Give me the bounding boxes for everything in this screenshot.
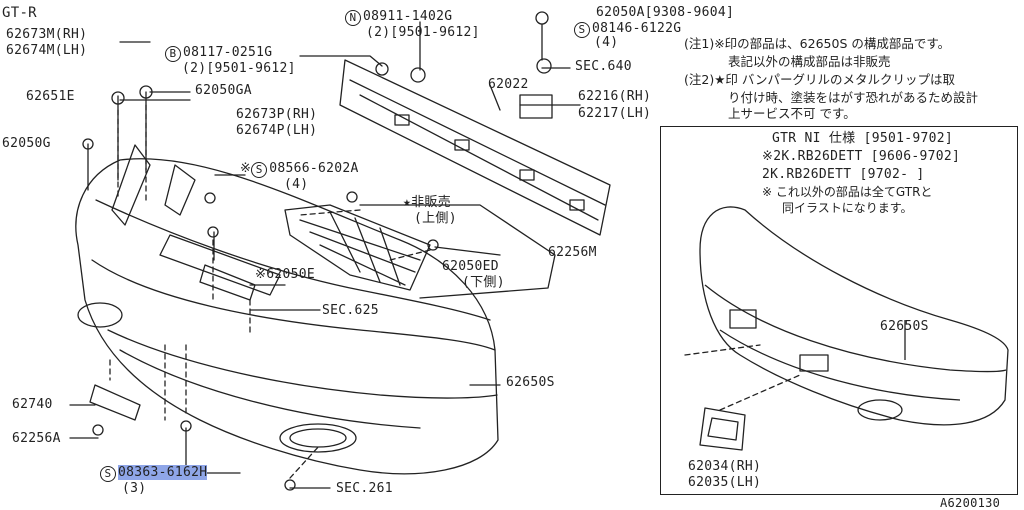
part-62050ED[interactable]: 62050ED bbox=[442, 259, 499, 274]
inset-spec-line-2: ※2K.RB26DETT [9606-9702] bbox=[762, 149, 961, 164]
s-mark-icon: S bbox=[574, 22, 590, 38]
note-2-line-1: (注2)★印 バンパーグリルのメタルクリップは取 bbox=[684, 72, 956, 87]
inset-note-line-2: 同イラストになります。 bbox=[782, 201, 913, 215]
grille-mesh bbox=[284, 204, 431, 291]
inset-spec-line-3: 2K.RB26DETT [9702- ] bbox=[762, 167, 925, 182]
inset-part-62034[interactable]: 62034(RH) bbox=[688, 459, 762, 474]
inset-bumper-outline bbox=[699, 206, 1009, 426]
part-08146-qty: (4) bbox=[594, 35, 619, 50]
inset-note-line-1: ※ これ以外の部品は全てGTRと bbox=[762, 185, 933, 199]
part-08566-qty: (4) bbox=[284, 177, 309, 192]
upper-side-label: (上側) bbox=[414, 211, 457, 226]
diagram-title: GT-R bbox=[2, 5, 37, 21]
note-2-line-2: り付け時、塗装をはがす恐れがあるため設計 bbox=[728, 90, 979, 105]
part-62740[interactable]: 62740 bbox=[12, 397, 53, 412]
part-62050G[interactable]: 62050G bbox=[2, 136, 51, 151]
s-mark-icon: S bbox=[251, 162, 268, 178]
part-62050A[interactable]: 62050A[9308-9604] bbox=[596, 5, 735, 20]
reinforcement-beam bbox=[339, 59, 611, 236]
note-1-line-2: 表記以外の構成部品は非販売 bbox=[728, 54, 891, 69]
part-08911-qty: (2)[9501-9612] bbox=[366, 25, 480, 40]
sec-640[interactable]: SEC.640 bbox=[575, 59, 632, 74]
inset-part-62650S[interactable]: 62650S bbox=[880, 319, 929, 334]
s-mark-icon: S bbox=[100, 466, 116, 482]
part-62673P[interactable]: 62673P(RH) bbox=[236, 107, 318, 122]
part-62674M[interactable]: 62674M(LH) bbox=[6, 43, 88, 58]
asterisk-mark: ※ bbox=[240, 161, 252, 176]
gtr-ni-inset-panel bbox=[660, 126, 1018, 495]
part-62650S[interactable]: 62650S bbox=[506, 375, 555, 390]
diagram-code: A6200130 bbox=[940, 496, 1001, 510]
part-62256M[interactable]: 62256M bbox=[548, 245, 597, 260]
sec-625[interactable]: SEC.625 bbox=[322, 303, 379, 318]
inset-part-62035[interactable]: 62035(LH) bbox=[688, 475, 762, 490]
n-mark-icon: N bbox=[345, 10, 361, 26]
part-08117-qty: (2)[9501-9612] bbox=[182, 61, 296, 76]
not-sold-label: ★非販売 bbox=[403, 195, 452, 210]
part-08363-qty: (3) bbox=[122, 481, 147, 496]
part-62256A[interactable]: 62256A bbox=[12, 431, 61, 446]
lower-side-label: (下側) bbox=[462, 275, 505, 290]
note-1-line-1: (注1)※印の部品は、62650S の構成部品です。 bbox=[684, 36, 951, 51]
part-62022[interactable]: 62022 bbox=[488, 77, 529, 92]
part-62050E[interactable]: ※62050E bbox=[255, 267, 315, 282]
part-62651E[interactable]: 62651E bbox=[26, 89, 75, 104]
part-62673M[interactable]: 62673M(RH) bbox=[6, 27, 88, 42]
note-2-line-3: 上サービス不可 です。 bbox=[728, 106, 856, 121]
part-62217[interactable]: 62217(LH) bbox=[578, 106, 652, 121]
part-62216[interactable]: 62216(RH) bbox=[578, 89, 652, 104]
part-62674P[interactable]: 62674P(LH) bbox=[236, 123, 318, 138]
sec-261[interactable]: SEC.261 bbox=[336, 481, 393, 496]
b-mark-icon: B bbox=[165, 46, 181, 62]
highlighted-part-number: 08363-6162H bbox=[118, 465, 208, 480]
inset-spec-line-1: GTR NI 仕様 [9501-9702] bbox=[772, 131, 954, 146]
part-62050GA[interactable]: 62050GA bbox=[195, 83, 252, 98]
